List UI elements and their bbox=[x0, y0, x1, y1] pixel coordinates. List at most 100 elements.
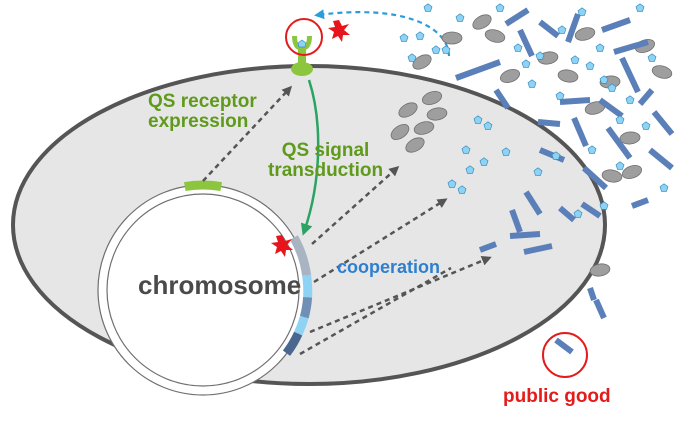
secreted-protein-ellipse bbox=[472, 14, 492, 30]
secreted-products bbox=[390, 3, 675, 355]
secreted-protein-ellipse bbox=[413, 121, 435, 135]
public-good-rod bbox=[565, 12, 581, 44]
public-good-rod bbox=[523, 190, 543, 216]
secreted-protein-ellipse bbox=[499, 69, 521, 83]
gene-segment-steel-blue bbox=[299, 296, 313, 319]
signal-molecule-icon bbox=[415, 31, 425, 40]
signal-molecule-icon bbox=[399, 33, 409, 42]
secreted-protein-ellipse bbox=[589, 263, 611, 277]
signal-molecule-icon bbox=[595, 43, 605, 52]
public-good-rod bbox=[571, 116, 589, 148]
receptor-expression-arrow bbox=[202, 85, 293, 182]
chromosome bbox=[97, 180, 313, 396]
secreted-protein-ellipse bbox=[619, 131, 641, 145]
secreted-protein-ellipse bbox=[651, 65, 673, 79]
public-good-rod bbox=[538, 19, 560, 39]
secreted-protein-ellipse bbox=[557, 69, 579, 83]
public-good-rod bbox=[559, 97, 591, 105]
public-good-rod bbox=[637, 88, 655, 106]
public-good-rod bbox=[554, 337, 574, 355]
public-good-rod bbox=[630, 197, 650, 209]
secreted-protein-ellipse bbox=[398, 102, 418, 118]
public-good-circle bbox=[542, 332, 588, 378]
signal-molecule-icon bbox=[587, 145, 597, 154]
signal-molecule-icon bbox=[441, 45, 451, 54]
chromosome-label: chromosome bbox=[138, 270, 302, 300]
signal-molecule-icon bbox=[495, 3, 505, 12]
public-good-rod bbox=[593, 298, 607, 320]
signal-molecule-icon bbox=[625, 95, 635, 104]
signal-molecule-icon bbox=[455, 13, 465, 22]
secreted-protein-ellipse bbox=[426, 107, 448, 121]
public-good-rod bbox=[651, 110, 675, 136]
public-good-rod bbox=[523, 243, 553, 255]
secreted-protein-ellipse bbox=[421, 91, 443, 105]
signal-molecule-icon bbox=[607, 83, 617, 92]
signal-molecule-icon bbox=[555, 91, 565, 100]
signal-molecule-icon bbox=[647, 53, 657, 62]
qs-receptor-label: QS receptor expression bbox=[148, 92, 257, 132]
signal-molecule-icon bbox=[473, 115, 483, 124]
cooperation-label: cooperation bbox=[337, 257, 441, 277]
gene-segment-grey bbox=[289, 235, 312, 277]
public-good-rod bbox=[517, 28, 535, 58]
signal-molecule-icon bbox=[527, 79, 537, 88]
signal-molecule-icon bbox=[615, 115, 625, 124]
receptor-mutation-star-icon bbox=[328, 20, 350, 42]
signal-molecule-icon bbox=[513, 43, 523, 52]
signal-molecule-icon bbox=[431, 45, 441, 54]
signal-molecule-icon bbox=[557, 25, 567, 34]
gene-segment-light-blue-2 bbox=[294, 315, 309, 336]
signal-molecule-icon bbox=[457, 185, 467, 194]
gene-segment-dark-blue bbox=[282, 331, 303, 356]
signal-molecule-icon bbox=[585, 61, 595, 70]
public-good-rod bbox=[598, 97, 624, 119]
qs-receptor-line-1: QS receptor bbox=[148, 91, 257, 112]
signal-molecule-icon bbox=[533, 167, 543, 176]
receptor-highlight-circle bbox=[285, 18, 323, 56]
product-arrow-ellipses bbox=[311, 166, 400, 245]
signal-molecule-icon bbox=[465, 165, 475, 174]
signal-transduction-arrow bbox=[300, 79, 320, 236]
secreted-protein-ellipse bbox=[390, 124, 410, 140]
secreted-protein-ellipse bbox=[412, 54, 432, 70]
qs-signal-line-1: QS signal bbox=[281, 140, 370, 161]
public-good-rod bbox=[587, 287, 597, 301]
mutation-star-icon bbox=[271, 235, 293, 257]
qs-receptor-line-2: expression bbox=[148, 110, 249, 132]
public-good-rod bbox=[493, 88, 511, 110]
secreted-protein-ellipse bbox=[441, 31, 463, 45]
signal-molecule-icon bbox=[551, 151, 561, 160]
product-arrow-lower bbox=[299, 266, 452, 356]
signal-molecule-icon bbox=[599, 201, 609, 210]
signal-molecule-icon bbox=[407, 53, 417, 62]
public-good-rod bbox=[454, 59, 502, 81]
secreted-protein-ellipse bbox=[621, 165, 643, 179]
signal-molecule-icon bbox=[635, 3, 645, 12]
secreted-protein-ellipse bbox=[574, 27, 596, 41]
public-good-rod bbox=[605, 126, 633, 160]
product-arrow-signals bbox=[313, 198, 448, 284]
public-good-rod bbox=[504, 7, 530, 27]
public-good-rod bbox=[537, 119, 561, 127]
signal-molecule-icon bbox=[501, 147, 511, 156]
public-good-rod bbox=[613, 39, 649, 55]
signal-molecule-icon bbox=[461, 145, 471, 154]
public-good-rod bbox=[509, 208, 523, 234]
gene-segment-light-blue-1 bbox=[302, 274, 313, 298]
public-good-rod bbox=[509, 231, 541, 239]
public-good-rod bbox=[600, 17, 632, 33]
signal-molecule-icon bbox=[479, 157, 489, 166]
qs-signal-label: QS signal transduction bbox=[268, 141, 383, 181]
public-good-rod bbox=[581, 165, 609, 191]
receptor-icon bbox=[291, 36, 313, 76]
signal-molecule-icon bbox=[570, 55, 580, 64]
signal-molecule-icon bbox=[573, 209, 583, 218]
signal-molecule-icon bbox=[483, 121, 493, 130]
signal-molecule-icon bbox=[447, 179, 457, 188]
signal-molecule-icon bbox=[423, 3, 433, 12]
signal-molecule-icon bbox=[599, 75, 609, 84]
signal-molecule-icon bbox=[659, 183, 669, 192]
signal-molecule-icon bbox=[535, 51, 545, 60]
